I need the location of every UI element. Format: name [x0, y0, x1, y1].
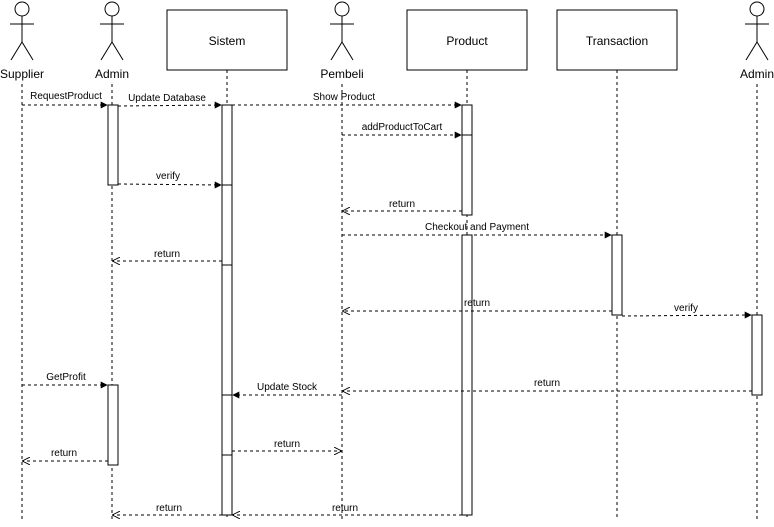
participant-transaction: Transaction	[556, 9, 678, 71]
activation-product-1	[461, 104, 473, 136]
activation-product-2	[461, 134, 473, 216]
activation-sistem-3	[221, 264, 233, 396]
message-label: Checkout and Payment	[425, 222, 529, 233]
actor-label: Admin	[95, 67, 129, 81]
message-label: verify	[156, 171, 180, 182]
participant-product: Product	[406, 9, 528, 71]
activation-admin-1	[107, 104, 119, 186]
activation-sistem-5	[221, 454, 233, 516]
actor-admin: Admin	[95, 1, 129, 81]
participant-sistem: Sistem	[166, 9, 288, 71]
message-return-sistem-to-pembeli: return	[232, 439, 341, 451]
message-label: return	[156, 503, 182, 514]
participant-label: Transaction	[586, 34, 648, 48]
stick-figure-icon	[100, 1, 124, 61]
message-return-admin-to-supplier: return	[23, 448, 108, 461]
activation-sistem-2	[221, 184, 233, 266]
message-request-product: RequestProduct	[22, 91, 108, 109]
message-checkout-and-payment: Checkout and Payment	[342, 222, 612, 239]
stick-figure-icon	[330, 1, 354, 61]
message-verify-2: verify	[621, 303, 752, 319]
message-label: Update Database	[128, 93, 206, 104]
message-label: return	[154, 249, 180, 260]
participant-label: Product	[446, 34, 488, 48]
actor-supplier: Supplier	[0, 1, 44, 81]
activation-product-3	[461, 234, 473, 516]
actor-label: Supplier	[0, 67, 44, 81]
message-label: verify	[674, 303, 698, 314]
message-label: return	[464, 298, 490, 309]
message-update-stock: Update Stock	[232, 382, 342, 399]
message-return-product-to-pembeli: return	[343, 199, 462, 211]
message-get-profit: GetProfit	[22, 372, 108, 389]
stick-figure-icon	[10, 1, 34, 61]
message-label: return	[274, 439, 300, 450]
actor-label: Admin	[740, 67, 774, 81]
activation-admin-2	[107, 384, 119, 466]
message-return-transaction-to-pembeli: return	[343, 298, 612, 311]
stick-figure-icon	[745, 1, 769, 61]
actor-pembeli: Pembeli	[320, 1, 364, 81]
message-label: return	[332, 503, 358, 514]
message-label: return	[534, 378, 560, 389]
activation-admin-right	[751, 314, 763, 396]
message-verify-1: verify	[117, 171, 222, 189]
message-return-admin-to-pembeli: return	[343, 378, 752, 391]
actor-admin-right: Admin	[740, 1, 774, 81]
message-return-sistem-to-admin-final: return	[113, 503, 222, 515]
message-label: GetProfit	[46, 372, 86, 383]
actor-label: Pembeli	[320, 67, 363, 81]
participant-label: Sistem	[209, 34, 246, 48]
activation-sistem-4	[221, 394, 233, 456]
activation-sistem-1	[221, 104, 233, 186]
message-label: RequestProduct	[30, 91, 102, 102]
message-show-product: Show Product	[232, 92, 462, 109]
message-label: Update Stock	[257, 382, 318, 393]
message-return-product-to-sistem: return	[233, 503, 462, 515]
message-label: addProductToCart	[362, 122, 443, 133]
message-label: return	[389, 199, 415, 210]
message-update-database: Update Database	[117, 93, 222, 109]
message-label: return	[51, 448, 77, 459]
message-return-sistem-to-admin: return	[113, 249, 222, 261]
message-label: Show Product	[313, 92, 375, 103]
activation-transaction	[611, 234, 623, 316]
message-add-product-to-cart: addProductToCart	[342, 122, 462, 139]
